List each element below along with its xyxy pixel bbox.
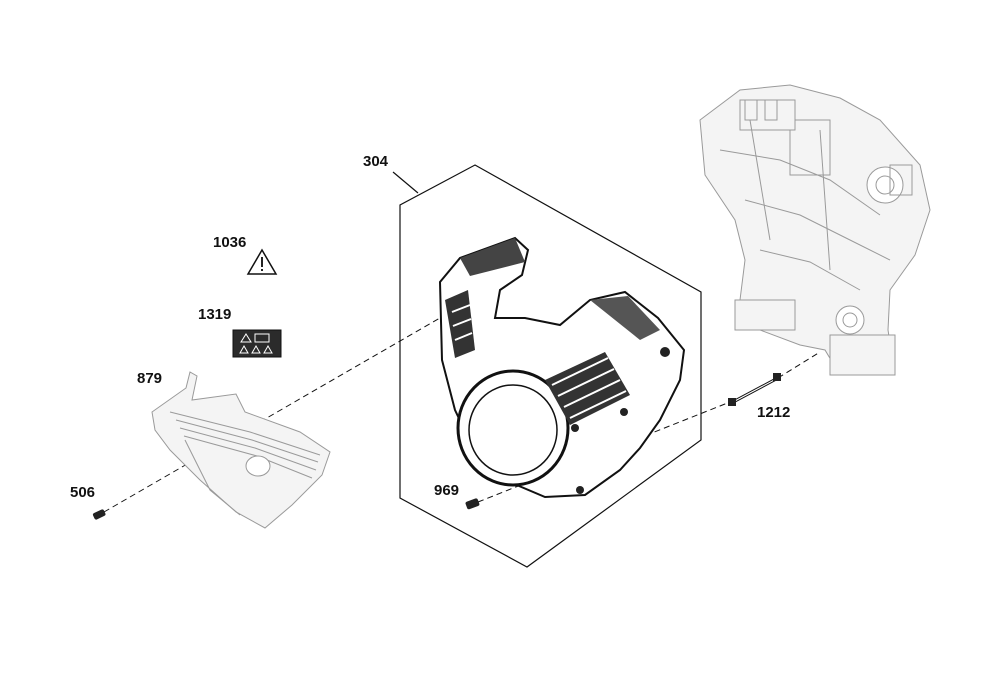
label-1212: 1212 xyxy=(757,404,790,421)
label-1319: 1319 xyxy=(198,306,231,323)
assembly-line-left xyxy=(103,317,441,513)
assembly-line-engine xyxy=(777,351,821,379)
side-cover-879 xyxy=(151,371,331,529)
group-304-boundary xyxy=(399,164,702,568)
label-506: 506 xyxy=(70,484,95,501)
engine-block xyxy=(699,84,931,376)
label-969: 969 xyxy=(434,482,459,499)
fan-shroud-304 xyxy=(438,236,686,499)
label-1036: 1036 xyxy=(213,234,246,251)
warning-triangle-icon xyxy=(246,248,278,275)
screw-969 xyxy=(465,498,480,510)
label-304: 304 xyxy=(363,153,389,170)
warning-label-icon xyxy=(232,329,282,358)
stud-1212 xyxy=(728,373,781,406)
label-879: 879 xyxy=(137,370,162,387)
leader-304 xyxy=(392,171,419,194)
screw-506 xyxy=(92,509,106,520)
